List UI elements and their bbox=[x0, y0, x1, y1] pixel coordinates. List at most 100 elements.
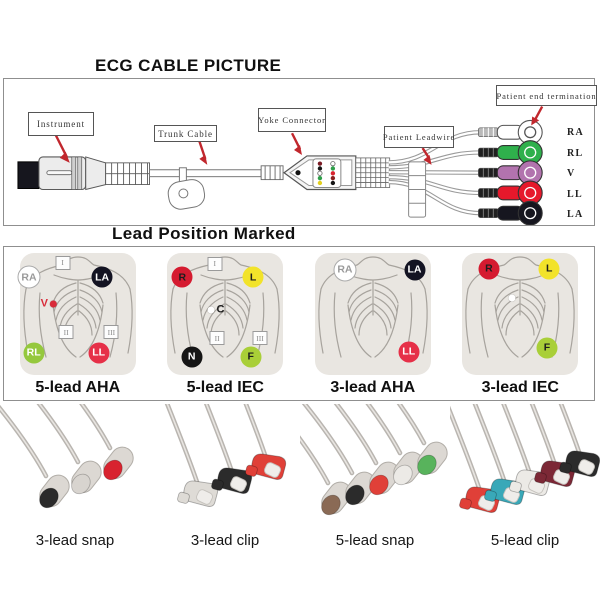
product-photo-3-lead-snap bbox=[0, 404, 134, 509]
lead-mark-II: II bbox=[209, 331, 225, 346]
electrode-RL: RL bbox=[23, 342, 45, 364]
electrode-LL: LL bbox=[398, 341, 420, 363]
yoke-dot bbox=[317, 180, 323, 186]
electrode-letter: C bbox=[216, 303, 225, 316]
cable-section-title: ECG CABLE PICTURE bbox=[95, 56, 282, 75]
clip-lever bbox=[230, 476, 247, 492]
label-patient-leadwire: Patient Leadwire bbox=[383, 126, 454, 148]
snap-connector bbox=[321, 481, 352, 516]
electrode-RA: RA bbox=[333, 258, 357, 282]
lead-organizer bbox=[408, 161, 427, 218]
yoke-dot bbox=[317, 170, 323, 176]
product-photos-row: 3-lead snap 3-lead clip 5-lead snap 5-le… bbox=[0, 404, 600, 549]
electrode-RA: RA bbox=[17, 265, 41, 289]
terminal-sleeve-ribs bbox=[482, 168, 494, 178]
yoke-dot bbox=[317, 166, 323, 171]
lead-wire-core bbox=[388, 181, 481, 215]
terminal-snap-ring bbox=[524, 166, 537, 179]
terminal-label-LA: LA bbox=[567, 209, 584, 220]
clip-jaw bbox=[559, 461, 572, 474]
cable-highlight bbox=[367, 404, 401, 454]
cable-line bbox=[164, 404, 200, 485]
electrode-V: V bbox=[41, 298, 57, 310]
patient-end-terminals bbox=[478, 119, 543, 225]
lead-mark-II: II bbox=[58, 325, 74, 340]
cable-highlight bbox=[450, 409, 480, 489]
electrode-L: L bbox=[538, 258, 560, 280]
terminal-snap-ring bbox=[524, 207, 537, 220]
clip-connector bbox=[177, 480, 219, 507]
yoke-connector bbox=[283, 155, 391, 191]
label-trunk-cable: Trunk Cable bbox=[154, 125, 217, 142]
clip-jaw bbox=[177, 491, 190, 504]
snap-cover bbox=[417, 454, 437, 476]
clip-lever bbox=[264, 462, 281, 478]
terminal-head-LA bbox=[517, 200, 543, 225]
instrument-connector bbox=[17, 156, 150, 191]
snap-connector bbox=[417, 441, 448, 476]
panel-caption: 3-lead IEC bbox=[481, 379, 559, 396]
cable-line bbox=[243, 404, 268, 458]
yoke-dot-panel bbox=[312, 158, 342, 189]
clip-jaw bbox=[211, 478, 224, 491]
terminal-sleeve-ribs bbox=[482, 208, 494, 218]
leadwire-bundle bbox=[355, 157, 391, 188]
cable-highlight bbox=[38, 404, 79, 463]
product-col: 3-lead snap bbox=[0, 404, 150, 549]
cable-highlight bbox=[335, 404, 377, 464]
cable-highlight bbox=[398, 404, 425, 444]
snap-cover bbox=[71, 473, 91, 495]
cable-highlight bbox=[80, 404, 111, 449]
torso-panel-3-lead-aha: RA LA LL bbox=[314, 253, 431, 375]
electrode-F: F bbox=[240, 346, 262, 368]
cable-diagram-box: Instrument Trunk Cable Yoke Connector Pa… bbox=[3, 78, 597, 226]
product-caption: 3-lead snap bbox=[35, 532, 115, 549]
electrode-LA: LA bbox=[404, 259, 425, 281]
terminal-snap-ring bbox=[524, 186, 537, 200]
snap-cover bbox=[39, 487, 59, 509]
lead-wire-core bbox=[388, 176, 481, 195]
cable-line bbox=[501, 404, 532, 474]
electrode-L: L bbox=[242, 266, 264, 288]
cable-line bbox=[36, 404, 81, 465]
product-col: 3-lead clip bbox=[150, 404, 300, 549]
cable-highlight bbox=[245, 404, 266, 456]
electrode-R: R bbox=[171, 266, 193, 288]
lead-mark-III: III bbox=[252, 331, 268, 346]
electrode-dot bbox=[508, 294, 516, 302]
lead-mark-I: I bbox=[207, 256, 223, 271]
yoke-dot bbox=[330, 180, 336, 186]
cable-line bbox=[558, 404, 582, 455]
snap-connector bbox=[71, 460, 102, 495]
electrode-LA: LA bbox=[91, 266, 113, 288]
product-photo-5-lead-clip bbox=[450, 404, 600, 513]
snap-cover bbox=[103, 459, 123, 481]
yoke-dot bbox=[330, 161, 336, 167]
cable-highlight bbox=[560, 404, 580, 453]
clip-connector bbox=[559, 450, 600, 477]
cable-highlight bbox=[474, 404, 505, 481]
cable-highlight bbox=[300, 437, 329, 484]
electrode-R: R bbox=[478, 258, 500, 280]
terminal-label-V: V bbox=[567, 168, 576, 179]
snap-cover bbox=[369, 474, 389, 496]
product-photo-5-lead-snap bbox=[300, 404, 448, 516]
annotation-arrows bbox=[54, 106, 544, 165]
lead-wire-core bbox=[388, 151, 481, 169]
terminal-label-RA: RA bbox=[567, 127, 585, 138]
clip-jaw bbox=[534, 471, 547, 484]
cable-highlight bbox=[166, 404, 198, 483]
terminal-snap-ring bbox=[524, 126, 537, 139]
electrode-F: F bbox=[536, 337, 558, 359]
terminal-sleeve-ribs bbox=[482, 127, 494, 137]
clip-lever bbox=[578, 459, 595, 475]
snap-cover bbox=[321, 494, 341, 516]
electrode-dot bbox=[207, 306, 215, 314]
yoke-dot bbox=[317, 175, 323, 181]
clip-jaw bbox=[484, 489, 497, 502]
